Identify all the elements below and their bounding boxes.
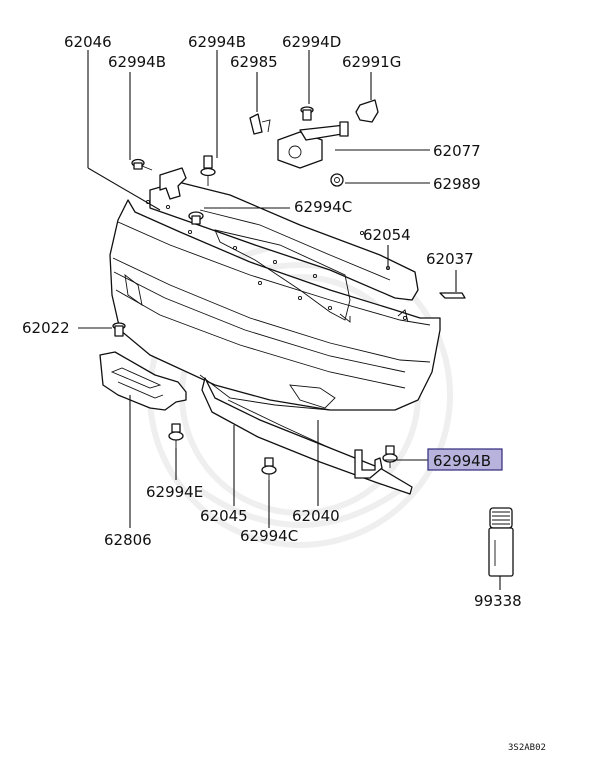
mount-plate-62077[interactable] <box>277 121 349 169</box>
label-62994B-a[interactable]: 62994B <box>108 53 166 71</box>
grommet-62991G[interactable] <box>355 99 379 123</box>
label-62994D[interactable]: 62994D <box>282 33 341 51</box>
side-bracket-62806[interactable] <box>99 351 187 411</box>
label-62994C-a[interactable]: 62994C <box>294 198 352 216</box>
label-62045[interactable]: 62045 <box>200 507 248 525</box>
label-62985[interactable]: 62985 <box>230 53 278 71</box>
touch-up-paint-99338[interactable] <box>488 507 514 577</box>
label-62994E[interactable]: 62994E <box>146 483 203 501</box>
label-62994B-selected[interactable]: 62994B <box>433 452 491 470</box>
selected-part-highlight[interactable] <box>427 448 503 471</box>
label-62077[interactable]: 62077 <box>433 142 481 160</box>
bolt-62994D[interactable] <box>300 106 314 121</box>
label-62054[interactable]: 62054 <box>363 226 411 244</box>
clip-62985[interactable] <box>249 113 271 135</box>
upper-retainer-62054[interactable] <box>145 181 419 323</box>
label-62037[interactable]: 62037 <box>426 250 474 268</box>
bumper-cover-62040[interactable] <box>109 199 441 411</box>
bracket-62046[interactable] <box>159 167 187 200</box>
screw-62994B-upper-left[interactable] <box>131 158 153 171</box>
screw-62994B-upper[interactable] <box>200 155 216 186</box>
leader-lines <box>78 50 501 590</box>
label-62989[interactable]: 62989 <box>433 175 481 193</box>
label-62046[interactable]: 62046 <box>64 33 112 51</box>
label-62040[interactable]: 62040 <box>292 507 340 525</box>
screw-62022[interactable] <box>112 322 126 337</box>
label-62806[interactable]: 62806 <box>104 531 152 549</box>
diagram-code: 3S2AB02 <box>508 743 546 753</box>
label-62991G[interactable]: 62991G <box>342 53 401 71</box>
label-62022[interactable]: 62022 <box>22 319 70 337</box>
label-62994B-b[interactable]: 62994B <box>188 33 246 51</box>
screw-62994C-upper[interactable] <box>188 211 204 225</box>
screw-62994E[interactable] <box>168 423 184 448</box>
nut-62989[interactable] <box>330 173 344 187</box>
screw-62994C-lower[interactable] <box>261 457 277 480</box>
label-62994C-b[interactable]: 62994C <box>240 527 298 545</box>
stay-bracket[interactable] <box>354 449 383 479</box>
clip-62037[interactable] <box>439 292 466 299</box>
label-99338[interactable]: 99338 <box>474 592 522 610</box>
